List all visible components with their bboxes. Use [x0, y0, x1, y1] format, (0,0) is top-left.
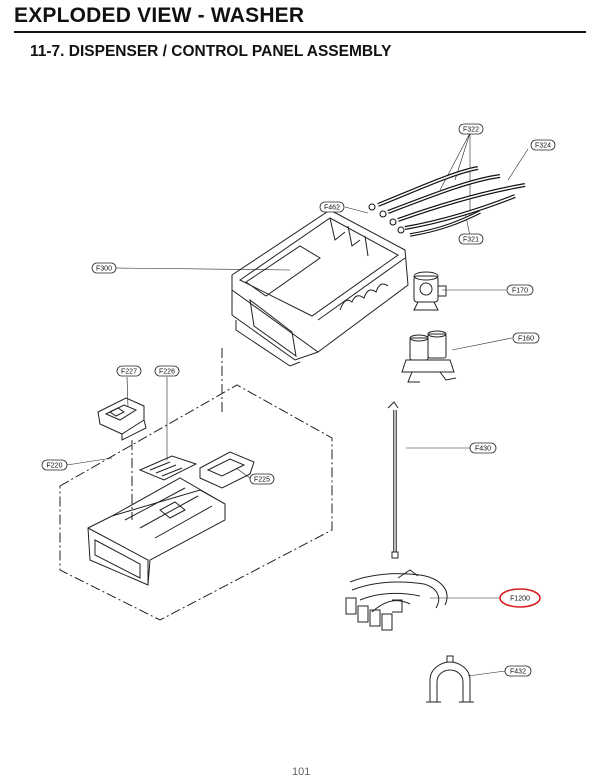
svg-text:F322: F322 [463, 127, 479, 134]
label-f462: F462 [319, 201, 345, 213]
svg-text:F225: F225 [254, 477, 270, 484]
label-f225: F225 [249, 473, 275, 485]
drawing-insert-f226 [138, 455, 198, 481]
svg-text:F1200: F1200 [510, 596, 530, 603]
drawing-insert-f225 [199, 451, 255, 489]
svg-text:F324: F324 [535, 143, 551, 150]
label-f321: F321 [458, 233, 484, 245]
drawing-hoses [368, 166, 526, 237]
drawing-clamp-f432 [426, 655, 474, 703]
svg-text:F226: F226 [159, 369, 175, 376]
page-number: 101 [292, 766, 311, 776]
svg-text:F321: F321 [463, 237, 479, 244]
svg-text:F220: F220 [47, 463, 63, 470]
title-rule [14, 31, 586, 33]
drawing-tube-f430 [387, 401, 399, 559]
svg-text:F300: F300 [96, 266, 112, 273]
svg-text:F160: F160 [518, 336, 534, 343]
label-f170: F170 [506, 284, 534, 296]
label-f220: F220 [41, 459, 68, 471]
label-f227: F227 [116, 365, 142, 377]
label-f300: F300 [91, 262, 117, 274]
svg-text:F462: F462 [324, 205, 340, 212]
drawing-cap-f227 [97, 397, 147, 441]
svg-text:F430: F430 [475, 446, 491, 453]
label-f324: F324 [530, 139, 556, 151]
label-f430: F430 [469, 442, 497, 454]
drawing-valve-f160 [401, 330, 457, 383]
drawing-valve-f170 [413, 271, 447, 311]
svg-text:F227: F227 [121, 369, 137, 376]
section-title: 11-7. DISPENSER / CONTROL PANEL ASSEMBLY [30, 43, 392, 60]
page-title: EXPLODED VIEW - WASHER [14, 4, 305, 27]
svg-text:F170: F170 [512, 288, 528, 295]
part-labels: F322 F324 F462 F321 F300 F170 [41, 123, 556, 677]
label-f226: F226 [154, 365, 180, 377]
label-f432: F432 [504, 665, 532, 677]
drawing-dispenser-housing [231, 209, 409, 367]
label-f160: F160 [512, 332, 540, 344]
svg-text:F432: F432 [510, 669, 526, 676]
label-f322: F322 [458, 123, 484, 135]
label-f1200: F1200 [499, 588, 541, 608]
drawing-drawer-f220 [87, 477, 226, 586]
leader-lines [66, 132, 529, 677]
drawing-dashed-outline [59, 348, 333, 621]
drawing-harness-f1200 [345, 569, 448, 631]
